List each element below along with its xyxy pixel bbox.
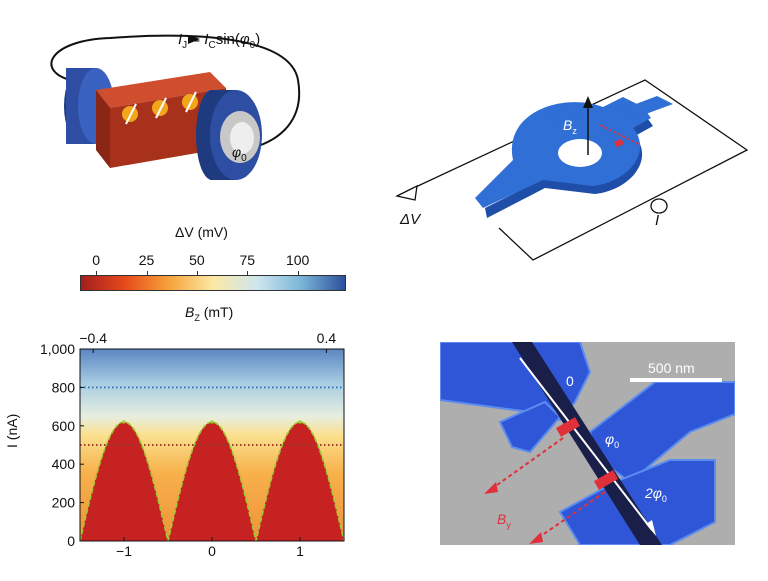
panel-d-sem-image (440, 342, 735, 545)
colorbar-label: ΔV (mV) (175, 224, 228, 240)
y-tick-label: 0 (67, 533, 75, 549)
rod-top-face (96, 72, 226, 108)
nanowire-rod-diagram (50, 34, 301, 180)
current-loop-wire (50, 34, 301, 149)
colorbar-tick (146, 271, 148, 275)
phase-top-label: 0 (566, 373, 574, 389)
junction-icon (614, 138, 624, 148)
panel-a-schematic (30, 20, 310, 200)
colorbar-tick-label: 50 (189, 252, 205, 268)
colorbar (80, 275, 346, 291)
y-tick-label: 400 (52, 456, 76, 472)
scale-bar-label: 500 nm (648, 360, 695, 376)
squid-device-diagram (395, 79, 749, 261)
rod-side-face (96, 90, 110, 168)
y-axis-label: I (nA) (4, 413, 20, 448)
josephson-relation: IJ = ICsin(φ0) (178, 31, 261, 51)
heatmap-chart: 0 200 400 600 800 1,000 −1 0 1 −0.4 0.4 (0, 320, 360, 576)
current-direction-arrow (188, 35, 200, 44)
colorbar-tick-label: 75 (239, 252, 256, 268)
superconducting-region (80, 421, 344, 541)
colorbar-tick-label: 100 (285, 252, 310, 268)
by-label: By (497, 511, 511, 530)
lobe-peak-point (122, 420, 126, 424)
y-tick-label: 200 (52, 495, 76, 511)
delta-v-label: ΔV (400, 211, 421, 228)
current-label: I (655, 212, 660, 229)
squid-hole (558, 139, 602, 167)
by-arrow-icon (484, 482, 498, 494)
y-tick-label: 1,000 (40, 341, 75, 357)
lobe-peak-point (298, 420, 302, 424)
lobe-peak-point (210, 420, 214, 424)
electrode-bottom (558, 459, 716, 545)
sem-micrograph (440, 342, 735, 545)
colorbar-tick-label: 25 (138, 252, 155, 268)
spin-icon (182, 91, 198, 113)
panel-b-schematic (395, 60, 755, 270)
top-axis-label: BZ (mT) (185, 304, 234, 323)
x-tick-label: 1 (296, 543, 304, 559)
bz-arrow-icon (583, 96, 593, 108)
spin-icon (152, 97, 168, 119)
heatmap-svg: 0 200 400 600 800 1,000 −1 0 1 −0.4 0.4 (40, 330, 345, 559)
y-tick-label: 600 (52, 418, 76, 434)
x-tick-label: 0 (208, 543, 216, 559)
voltage-probe-icon (395, 184, 418, 201)
colorbar-tick (96, 271, 98, 275)
colorbar-tick (196, 271, 198, 275)
colorbar-ticks: 0 25 50 75 100 (80, 245, 344, 275)
top-x-tick-label: 0.4 (317, 330, 337, 346)
by-arrow-icon (529, 532, 543, 544)
phase-label: φ0 (232, 144, 247, 164)
junction-icon (555, 417, 581, 437)
x-tick-label: −1 (116, 543, 132, 559)
top-x-tick-label: −0.4 (79, 330, 107, 346)
scale-bar (630, 378, 722, 382)
wire-direction-arrow (646, 520, 656, 536)
colorbar-tick-label: 0 (92, 252, 100, 268)
phase-bottom-label: 2φ0 (645, 485, 667, 504)
colorbar-tick (247, 271, 249, 275)
spin-icon (122, 103, 138, 125)
y-tick-label: 800 (52, 379, 76, 395)
junction-icon (593, 470, 619, 490)
phase-mid-label: φ0 (605, 431, 620, 450)
colorbar-tick (297, 271, 299, 275)
current-source-icon (650, 198, 668, 214)
bz-label: Bz (563, 117, 577, 136)
